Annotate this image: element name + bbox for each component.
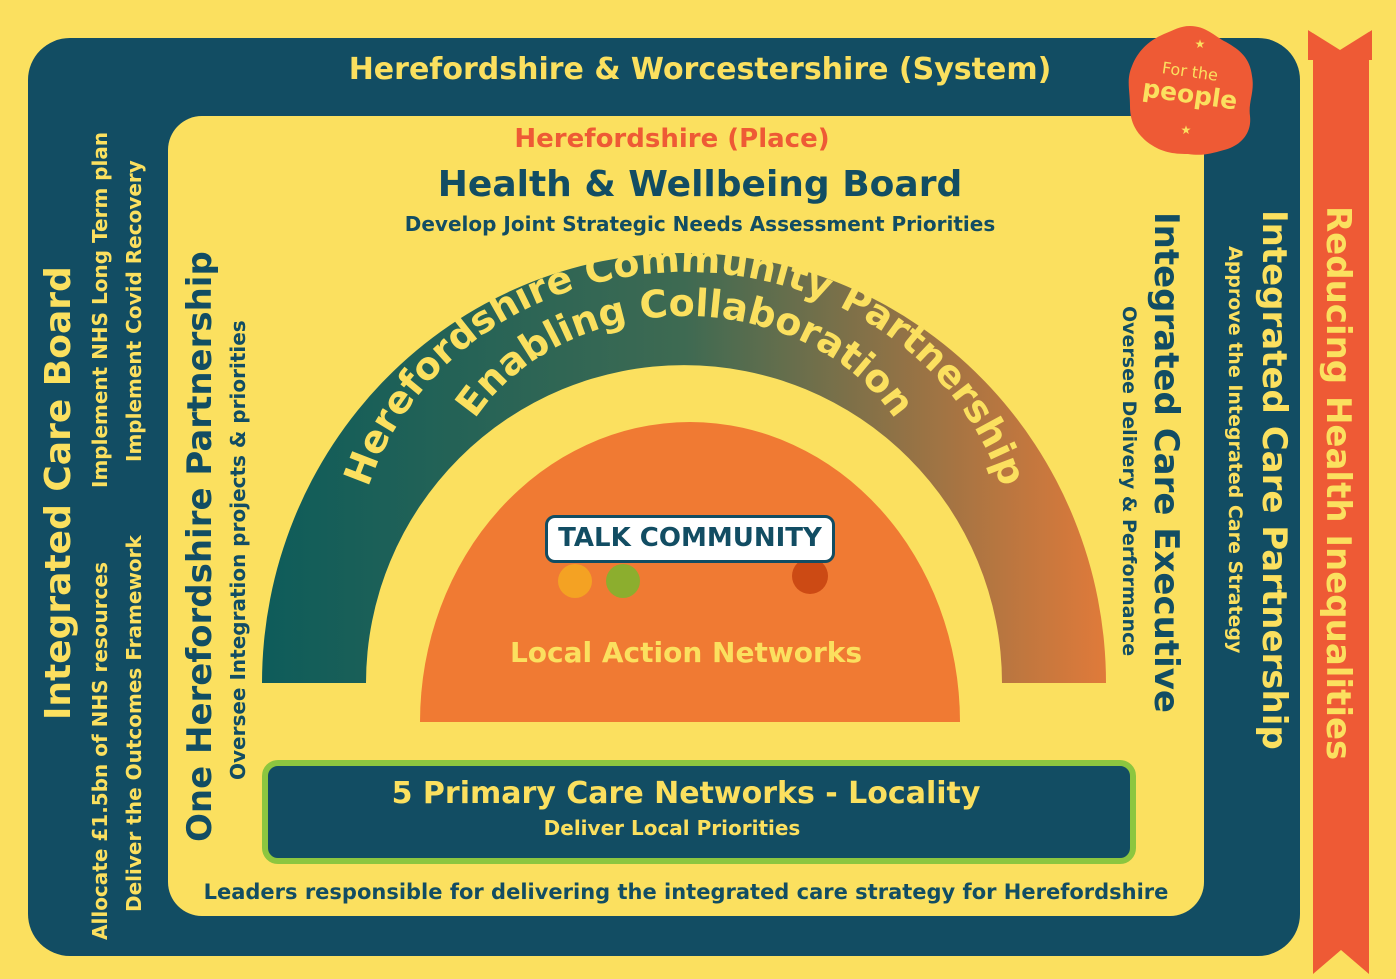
character-green-icon (606, 564, 640, 598)
talk-community-label: TALK COMMUNITY (558, 523, 822, 553)
icp-subtitle: Approve the Integrated Care Strategy (1224, 246, 1246, 654)
ice-title: Integrated Care Executive (1146, 212, 1186, 713)
icb-line1: Allocate £1.5bn of NHS resources (88, 562, 112, 940)
system-title: Herefordshire & Worcestershire (System) (348, 52, 1052, 87)
svg-text:★: ★ (1181, 123, 1192, 137)
pcn-box (262, 760, 1136, 864)
arc-band (262, 253, 1106, 683)
character-orange-icon (558, 564, 592, 598)
ice-subtitle: Oversee Delivery & Performance (1118, 306, 1140, 657)
half-disc (420, 422, 960, 722)
ribbon-label: Reducing Health Inequalities (1318, 206, 1358, 761)
footer-text: Leaders responsible for delivering the i… (203, 880, 1169, 904)
icb-line3: Implement NHS Long Term plan (88, 131, 112, 488)
place-label: Herefordshire (Place) (514, 124, 830, 154)
talk-community-sign (545, 515, 835, 563)
icb-title: Integrated Care Board (38, 266, 79, 720)
hwb-title: Health & Wellbeing Board (437, 164, 963, 205)
svg-text:★: ★ (1195, 37, 1206, 51)
icb-line4: Implement Covid Recovery (122, 160, 146, 462)
ohp-title: One Herefordshire Partnership (180, 251, 220, 842)
ribbon-top-notch (1308, 20, 1372, 60)
for-the-people-badge: ★ ★ (1128, 26, 1253, 155)
pcn-title: 5 Primary Care Networks - Locality (391, 776, 981, 811)
pcn-subtitle: Deliver Local Priorities (543, 816, 801, 840)
character-red-icon (792, 558, 828, 594)
icp-title: Integrated Care Partnership (1254, 210, 1294, 750)
local-action-label: Local Action Networks (509, 636, 863, 669)
ohp-subtitle: Oversee Integration projects & prioritie… (226, 320, 250, 780)
hwb-subtitle: Develop Joint Strategic Needs Assessment… (404, 212, 996, 236)
icb-line2: Deliver the Outcomes Framework (122, 535, 146, 912)
